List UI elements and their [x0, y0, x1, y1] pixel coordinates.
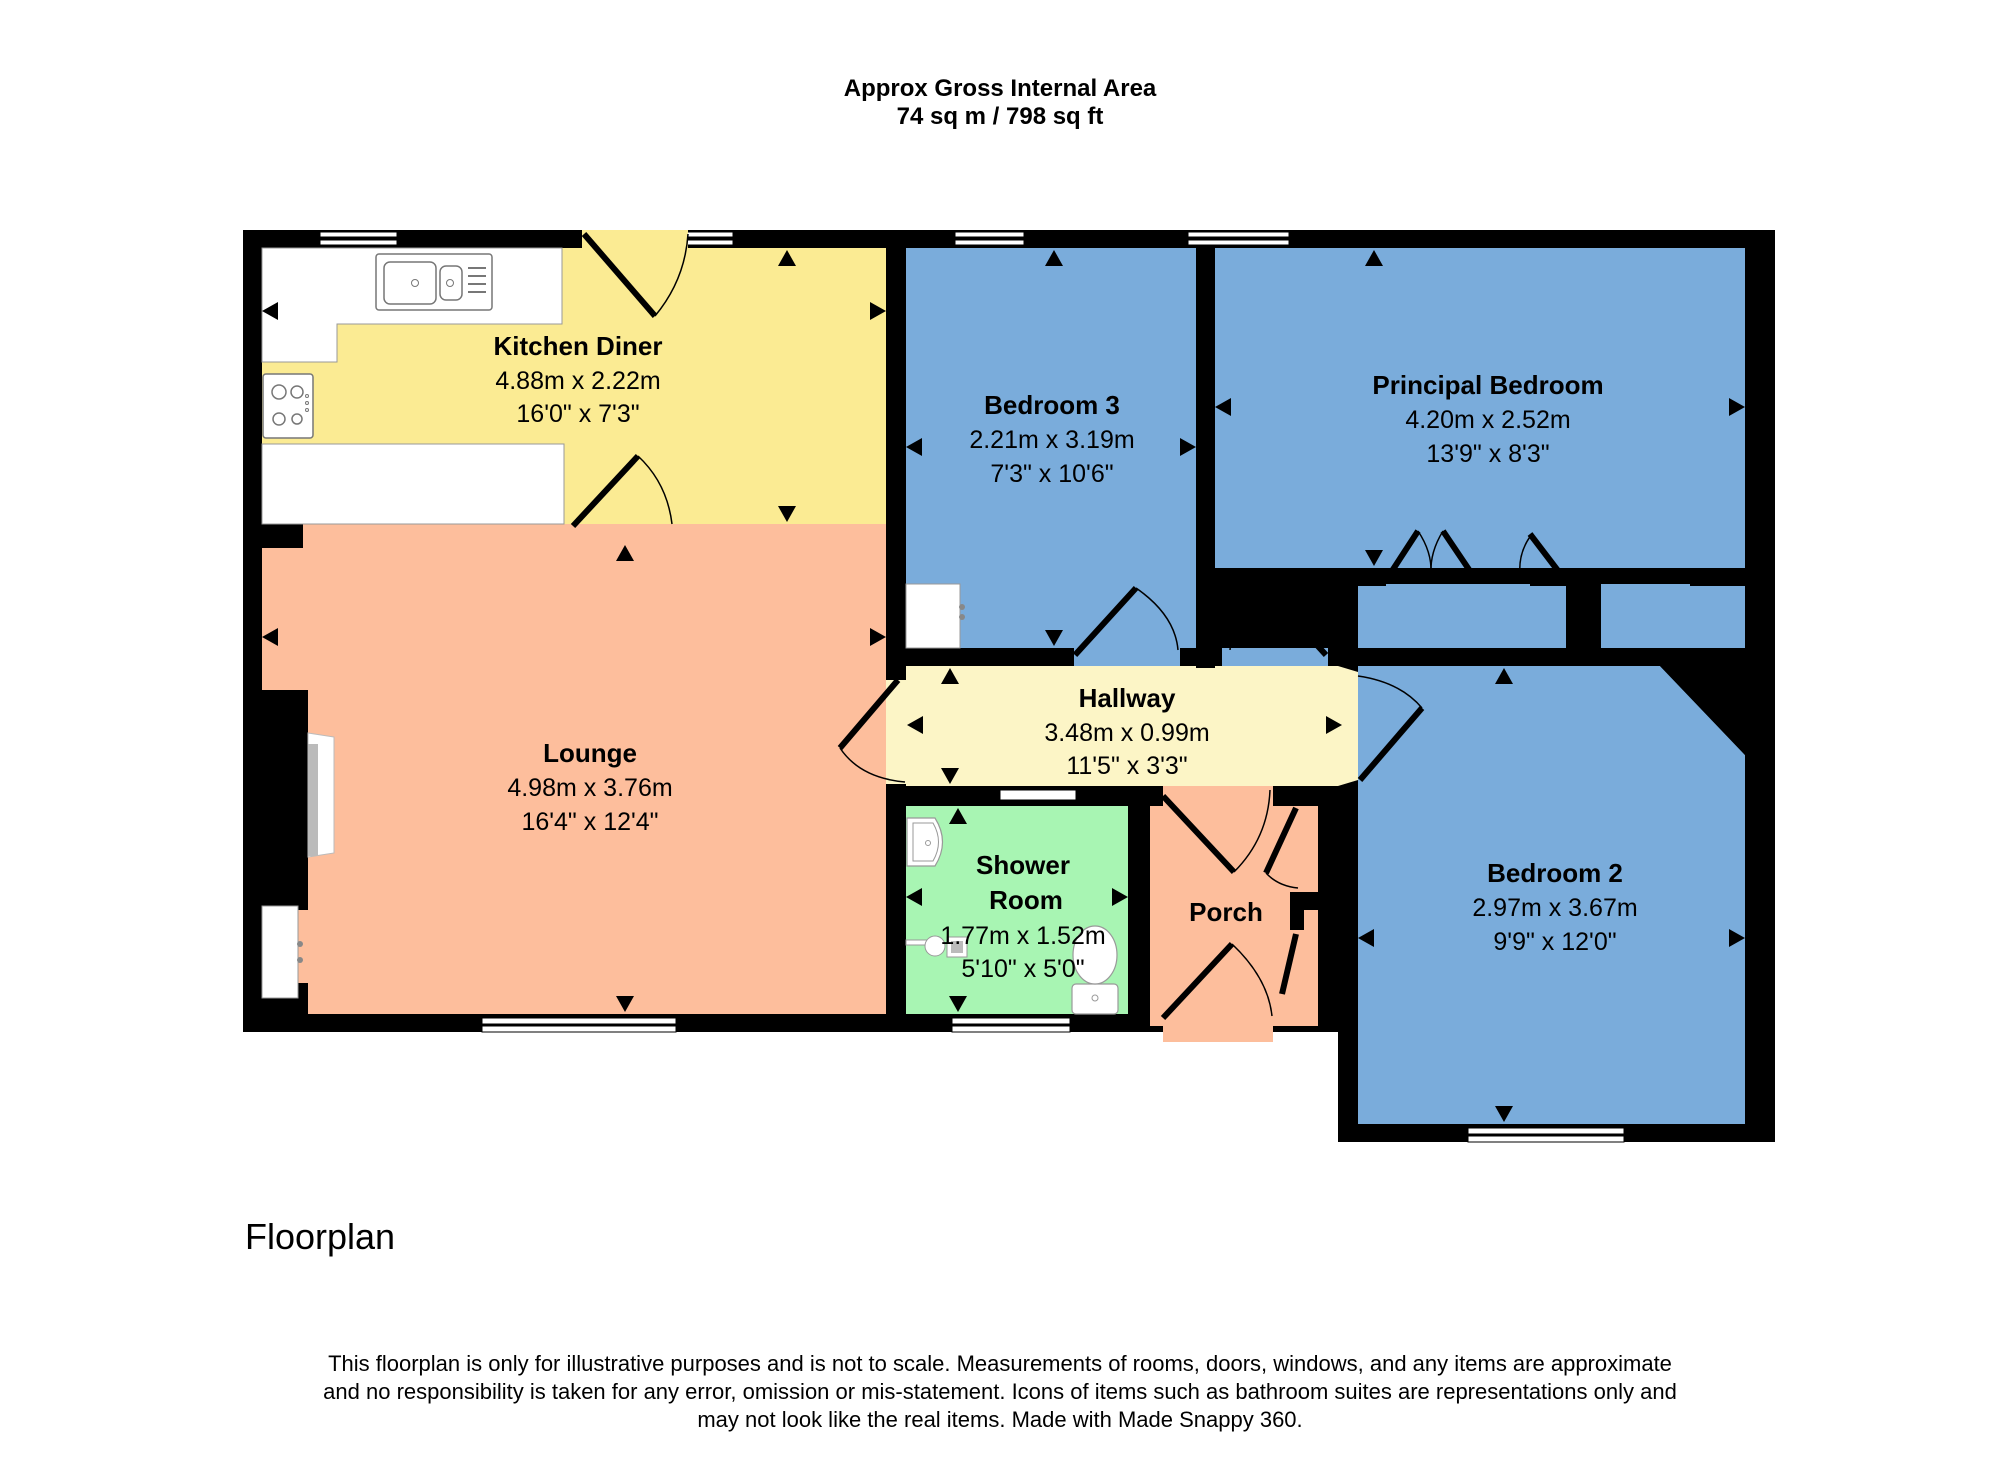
door-front [1160, 941, 1273, 1021]
hob-icon [262, 373, 314, 439]
svg-text:3.48m x 0.99m: 3.48m x 0.99m [1044, 719, 1209, 747]
svg-text:11'5" x 3'3": 11'5" x 3'3" [1066, 752, 1187, 780]
area-value: 74 sq m / 798 sq ft [896, 103, 1104, 130]
lounge-cabinet-icon [261, 905, 303, 999]
worktop-bottom [261, 443, 565, 525]
basin-icon [906, 817, 944, 867]
door-wardrobe-left [1387, 529, 1475, 576]
wardrobe-right-floor [1590, 584, 1745, 648]
disclaimer: This floorplan is only for illustrative … [250, 1350, 1750, 1434]
label-kitchen-diner: Kitchen Diner 4.88m x 2.22m 16'0" x 7'3" [493, 331, 662, 428]
svg-text:13'9" x 8'3": 13'9" x 8'3" [1426, 440, 1549, 468]
bedroom3-cabinet-icon [905, 583, 965, 649]
svg-text:4.88m x 2.22m: 4.88m x 2.22m [495, 367, 660, 395]
svg-text:Bedroom 2: Bedroom 2 [1487, 858, 1623, 888]
doors [570, 232, 1565, 1021]
kitchen-worktops [261, 247, 565, 525]
sink-icon [375, 253, 493, 311]
door-bedroom2 [1357, 675, 1425, 782]
disclaimer-line-3: may not look like the real items. Made w… [697, 1407, 1303, 1432]
bedroom2-floor [1358, 666, 1745, 1124]
svg-text:7'3" x 10'6": 7'3" x 10'6" [990, 460, 1113, 488]
label-principal-bedroom: Principal Bedroom 4.20m x 2.52m 13'9" x … [1372, 370, 1603, 468]
svg-text:16'0" x 7'3": 16'0" x 7'3" [516, 400, 639, 428]
door-porch-hallway [1160, 789, 1271, 875]
svg-text:4.98m x 3.76m: 4.98m x 3.76m [507, 774, 672, 802]
door-porch-cupboard-lower [1279, 933, 1299, 995]
svg-text:5'10" x 5'0": 5'10" x 5'0" [961, 955, 1084, 983]
svg-text:Porch: Porch [1189, 897, 1263, 927]
lounge-floor [262, 524, 886, 1014]
hallway-floor [906, 666, 1358, 786]
label-shower-room: Shower Room 1.77m x 1.52m 5'10" x 5'0" [940, 850, 1105, 983]
svg-text:Lounge: Lounge [543, 738, 637, 768]
shower-head-icon [905, 935, 968, 958]
window-bedroom2 [1467, 1127, 1625, 1143]
door-porch-cupboard-upper [1263, 806, 1299, 889]
door-openings [569, 230, 1273, 1042]
disclaimer-line-1: This floorplan is only for illustrative … [328, 1351, 1672, 1376]
label-hallway: Hallway 3.48m x 0.99m 11'5" x 3'3" [1044, 683, 1209, 780]
label-lounge: Lounge 4.98m x 3.76m 16'4" x 12'4" [507, 738, 672, 836]
wardrobe-left-floor [1358, 584, 1566, 648]
window-kitchen-left [319, 231, 398, 246]
principal-bedroom-floor [1215, 248, 1745, 568]
area-header: Approx Gross Internal Area 74 sq m / 798… [0, 75, 2000, 131]
svg-text:Bedroom 3: Bedroom 3 [984, 390, 1120, 420]
room-labels: Kitchen Diner 4.88m x 2.22m 16'0" x 7'3"… [493, 331, 1637, 983]
principal-door-gap [1222, 648, 1328, 666]
svg-text:Hallway: Hallway [1079, 683, 1176, 713]
svg-text:Kitchen Diner: Kitchen Diner [493, 331, 662, 361]
svg-text:4.20m x 2.52m: 4.20m x 2.52m [1405, 406, 1570, 434]
toilet-icon [1071, 925, 1119, 1015]
window-principal [1187, 231, 1290, 246]
label-porch: Porch [1189, 897, 1263, 927]
bedroom3-door-gap [1074, 648, 1180, 666]
measurement-arrows [262, 250, 1745, 1122]
svg-text:Shower: Shower [976, 850, 1070, 880]
room-floors [262, 248, 1745, 1124]
svg-text:16'4" x 12'4": 16'4" x 12'4" [521, 808, 658, 836]
windows [319, 231, 1625, 1143]
internal-walls [1128, 248, 1745, 1026]
window-bedroom3 [954, 231, 1025, 246]
svg-text:2.21m x 3.19m: 2.21m x 3.19m [969, 426, 1134, 454]
floorplan-label: Floorplan [245, 1216, 396, 1257]
svg-text:2.97m x 3.67m: 2.97m x 3.67m [1472, 894, 1637, 922]
area-title: Approx Gross Internal Area [843, 75, 1157, 102]
svg-text:Room: Room [989, 885, 1063, 915]
label-bedroom-2: Bedroom 2 2.97m x 3.67m 9'9" x 12'0" [1472, 858, 1637, 956]
door-bedroom3 [1072, 585, 1179, 658]
door-kitchen-lounge [570, 453, 673, 529]
door-lounge-hallway [837, 678, 906, 783]
svg-text:Principal Bedroom: Principal Bedroom [1372, 370, 1603, 400]
hallway-lounge-door-gap [886, 680, 906, 784]
window-shower-room [951, 1017, 1071, 1033]
fireplace-icon [262, 690, 335, 910]
door-kitchen-external [581, 232, 689, 318]
disclaimer-line-2: and no responsibility is taken for any e… [323, 1379, 1677, 1404]
svg-text:1.77m x 1.52m: 1.77m x 1.52m [940, 922, 1105, 950]
bedroom3-floor [906, 248, 1196, 648]
label-bedroom-3: Bedroom 3 2.21m x 3.19m 7'3" x 10'6" [969, 390, 1134, 488]
window-lounge [481, 1017, 677, 1033]
svg-text:9'9" x 12'0": 9'9" x 12'0" [1493, 928, 1616, 956]
door-wardrobe-right [1519, 532, 1565, 578]
shower-vent [999, 789, 1077, 801]
door-principal [1229, 585, 1329, 658]
